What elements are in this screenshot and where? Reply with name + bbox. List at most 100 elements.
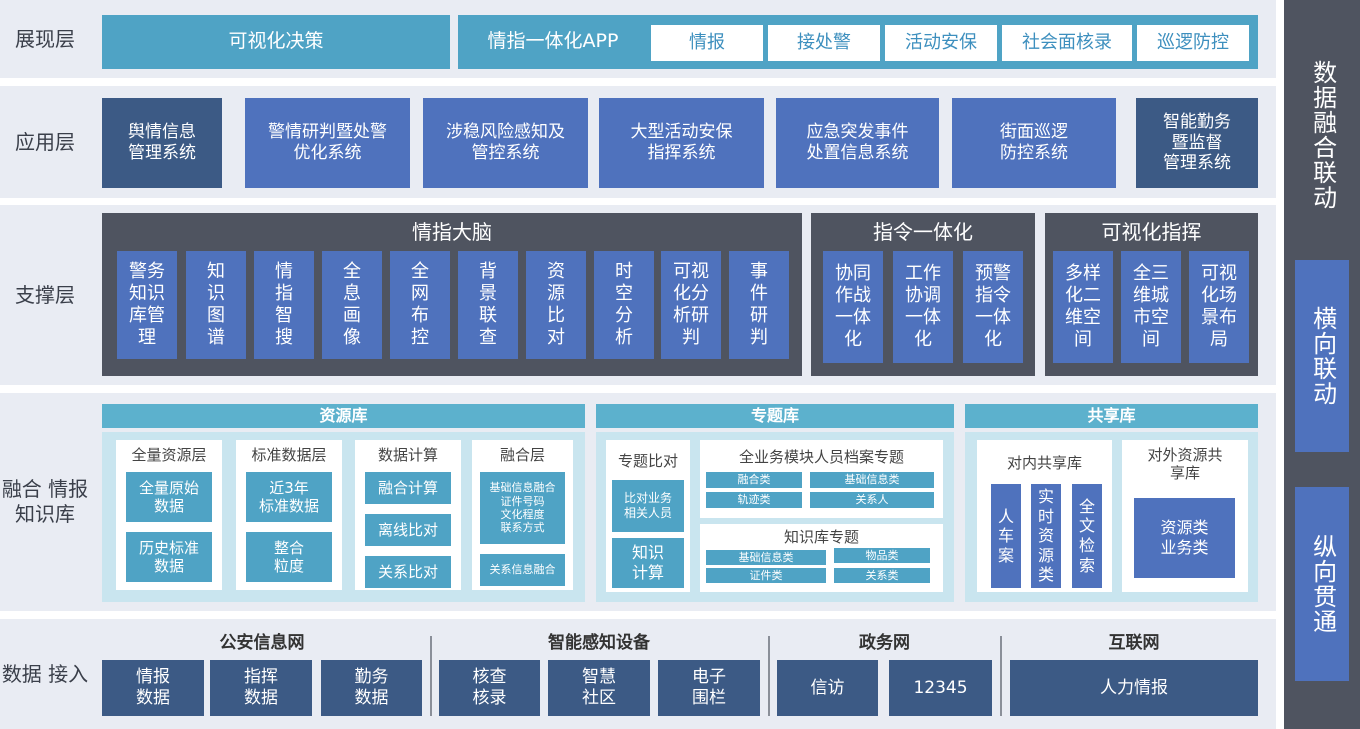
access-duty-data[interactable]: 勤务 数据 bbox=[321, 660, 422, 716]
archive-basic-info-class[interactable]: 基础信息类 bbox=[810, 472, 934, 488]
internal-share-title: 对内共享库 bbox=[1006, 454, 1082, 472]
basic-info-fusion[interactable]: 基础信息融合 证件号码 文化程度 联系方式 bbox=[480, 472, 565, 544]
access-intel-data[interactable]: 情报 数据 bbox=[102, 660, 204, 716]
topic-compare-title: 专题比对 bbox=[617, 452, 678, 470]
app-system-alarm-analysis[interactable]: 警情研判暨处警 优化系统 bbox=[245, 98, 410, 188]
access-group-sensor-title: 智能感知设备 bbox=[548, 632, 650, 653]
brain-item-smart-search[interactable]: 情 指 智 搜 bbox=[254, 251, 314, 359]
brain-item-spatiotemporal[interactable]: 时 空 分 析 bbox=[594, 251, 654, 359]
internal-realtime-resource[interactable]: 实 时 资 源 类 bbox=[1031, 484, 1061, 588]
command-item-coordination[interactable]: 工作 协调 一体 化 bbox=[893, 251, 953, 363]
access-group-internet-title: 互联网 bbox=[1108, 632, 1160, 653]
kb-item-class[interactable]: 物品类 bbox=[834, 548, 930, 563]
brain-item-background-check[interactable]: 背 景 联 查 bbox=[458, 251, 518, 359]
brain-item-network-control[interactable]: 全 网 布 控 bbox=[390, 251, 450, 359]
app-item-social-check[interactable]: 社会面核录 bbox=[1002, 25, 1132, 61]
right-side-bar: 数据融合联动 横向联动 纵向贯通 bbox=[1284, 0, 1360, 729]
external-share-box: 对外资源共 享库 资源类 业务类 bbox=[1122, 440, 1248, 592]
kb-basic-info-class[interactable]: 基础信息类 bbox=[706, 550, 826, 565]
app-item-patrol[interactable]: 巡逻防控 bbox=[1137, 25, 1249, 61]
access-petition[interactable]: 信访 bbox=[777, 660, 878, 716]
archive-trajectory-class[interactable]: 轨迹类 bbox=[706, 492, 802, 508]
command-item-warning[interactable]: 预警 指令 一体 化 bbox=[963, 251, 1023, 363]
brain-item-knowledge-base[interactable]: 警务 知识 库管 理 bbox=[117, 251, 177, 359]
brain-panel: 情指大脑 警务 知识 库管 理 知 识 图 谱 情 指 智 搜 全 息 画 像 … bbox=[102, 213, 802, 376]
app-system-duty-supervision[interactable]: 智能勤务 暨监督 管理系统 bbox=[1136, 98, 1258, 188]
knowledge-compute[interactable]: 知识 计算 bbox=[612, 538, 684, 588]
access-separator-1 bbox=[430, 636, 432, 716]
access-electronic-fence[interactable]: 电子 围栏 bbox=[658, 660, 760, 716]
access-12345[interactable]: 12345 bbox=[889, 660, 992, 716]
integration-granularity[interactable]: 整合 粒度 bbox=[246, 532, 332, 582]
visual-item-3d-city[interactable]: 全三 维城 市空 间 bbox=[1121, 251, 1181, 363]
relation-info-fusion[interactable]: 关系信息融合 bbox=[480, 554, 565, 586]
archive-fusion-class[interactable]: 融合类 bbox=[706, 472, 802, 488]
standard-data-layer: 标准数据层 近3年 标准数据 整合 粒度 bbox=[236, 440, 342, 590]
access-smart-community[interactable]: 智慧 社区 bbox=[548, 660, 650, 716]
recent-standard-data[interactable]: 近3年 标准数据 bbox=[246, 472, 332, 522]
command-panel: 指令一体化 协同 作战 一体 化 工作 协调 一体 化 预警 指令 一体 化 bbox=[811, 213, 1035, 376]
command-item-cooperation[interactable]: 协同 作战 一体 化 bbox=[823, 251, 883, 363]
kb-relation-class[interactable]: 关系类 bbox=[834, 568, 930, 583]
brain-title: 情指大脑 bbox=[412, 219, 492, 244]
brain-item-knowledge-graph[interactable]: 知 识 图 谱 bbox=[186, 251, 246, 359]
fusion-layer-title: 融合层 bbox=[499, 446, 545, 464]
fusion-compute[interactable]: 融合计算 bbox=[365, 472, 451, 504]
external-share-title: 对外资源共 享库 bbox=[1147, 445, 1223, 482]
knowledge-base-topic-title: 知识库专题 bbox=[783, 528, 859, 546]
app-system-emergency[interactable]: 应急突发事件 处置信息系统 bbox=[776, 98, 939, 188]
internal-fulltext-search[interactable]: 全 文 检 索 bbox=[1072, 484, 1102, 588]
brain-item-portrait[interactable]: 全 息 画 像 bbox=[322, 251, 382, 359]
full-raw-data[interactable]: 全量原始 数据 bbox=[126, 472, 212, 522]
compare-related-persons[interactable]: 比对业务 相关人员 bbox=[612, 480, 684, 532]
share-lib-panel: 对内共享库 人 车 案 实 时 资 源 类 全 文 检 索 对外资源共 享库 资… bbox=[965, 432, 1258, 602]
access-group-gov-net-title: 政务网 bbox=[859, 632, 910, 653]
resource-lib-panel: 全量资源层 全量原始 数据 历史标准 数据 标准数据层 近3年 标准数据 整合 … bbox=[102, 432, 585, 602]
external-resource-business[interactable]: 资源类 业务类 bbox=[1134, 498, 1235, 578]
access-separator-3 bbox=[1000, 636, 1002, 716]
brain-item-visual-analysis[interactable]: 可视 化分 析研 判 bbox=[661, 251, 721, 359]
app-system-event-security[interactable]: 大型活动安保 指挥系统 bbox=[599, 98, 764, 188]
visual-command-panel: 可视化指挥 多样 化二 维空 间 全三 维城 市空 间 可视 化场 景布 局 bbox=[1045, 213, 1258, 376]
access-group-police-net-title: 公安信息网 bbox=[219, 632, 305, 653]
app-system-opinion[interactable]: 舆情信息 管理系统 bbox=[102, 98, 222, 188]
resource-lib-header: 资源库 bbox=[102, 404, 585, 428]
app-item-event-security[interactable]: 活动安保 bbox=[885, 25, 997, 61]
internal-person-vehicle-case[interactable]: 人 车 案 bbox=[991, 484, 1021, 588]
display-layer-label: 展现层 bbox=[15, 26, 75, 51]
person-archive-topic: 全业务模块人员档案专题 融合类 基础信息类 轨迹类 关系人 bbox=[700, 440, 943, 518]
kb-certificate-class[interactable]: 证件类 bbox=[706, 568, 826, 583]
fusion-layer: 融合层 基础信息融合 证件号码 文化程度 联系方式 关系信息融合 bbox=[472, 440, 573, 590]
command-title: 指令一体化 bbox=[873, 219, 973, 244]
full-resource-layer: 全量资源层 全量原始 数据 历史标准 数据 bbox=[116, 440, 222, 590]
full-resource-title: 全量资源层 bbox=[131, 446, 207, 464]
person-archive-title: 全业务模块人员档案专题 bbox=[738, 448, 904, 466]
app-item-intel[interactable]: 情报 bbox=[651, 25, 763, 61]
app-system-stability-risk[interactable]: 涉稳风险感知及 管控系统 bbox=[423, 98, 588, 188]
app-system-street-patrol[interactable]: 街面巡逻 防控系统 bbox=[952, 98, 1116, 188]
app-panel: 情指一体化APP 情报 接处警 活动安保 社会面核录 巡逻防控 bbox=[458, 15, 1258, 69]
topic-compare-box: 专题比对 比对业务 相关人员 知识 计算 bbox=[606, 440, 690, 592]
archive-related-person[interactable]: 关系人 bbox=[810, 492, 934, 508]
access-separator-2 bbox=[768, 636, 770, 716]
visual-item-scene-layout[interactable]: 可视 化场 景布 局 bbox=[1189, 251, 1249, 363]
standard-data-title: 标准数据层 bbox=[251, 446, 327, 464]
brain-item-event-analysis[interactable]: 事 件 研 判 bbox=[729, 251, 789, 359]
visual-item-2d-space[interactable]: 多样 化二 维空 间 bbox=[1053, 251, 1113, 363]
history-standard-data[interactable]: 历史标准 数据 bbox=[126, 532, 212, 582]
visual-decision-box[interactable]: 可视化决策 bbox=[102, 15, 450, 69]
offline-compare[interactable]: 离线比对 bbox=[365, 514, 451, 546]
data-compute-title: 数据计算 bbox=[377, 446, 438, 464]
data-fusion-linkage-label: 数据融合联动 bbox=[1308, 60, 1337, 210]
vertical-penetration-box: 纵向贯通 bbox=[1295, 487, 1349, 681]
access-command-data[interactable]: 指挥 数据 bbox=[210, 660, 312, 716]
access-verify-record[interactable]: 核查 核录 bbox=[439, 660, 540, 716]
knowledge-layer-label: 融合 情报 知识库 bbox=[1, 477, 89, 526]
app-item-alarm[interactable]: 接处警 bbox=[768, 25, 880, 61]
relation-compare[interactable]: 关系比对 bbox=[365, 556, 451, 588]
topic-lib-header: 专题库 bbox=[596, 404, 954, 428]
brain-item-resource-compare[interactable]: 资 源 比 对 bbox=[526, 251, 586, 359]
access-human-intel[interactable]: 人力情报 bbox=[1010, 660, 1258, 716]
share-lib-header: 共享库 bbox=[965, 404, 1258, 428]
topic-lib-panel: 专题比对 比对业务 相关人员 知识 计算 全业务模块人员档案专题 融合类 基础信… bbox=[596, 432, 954, 602]
